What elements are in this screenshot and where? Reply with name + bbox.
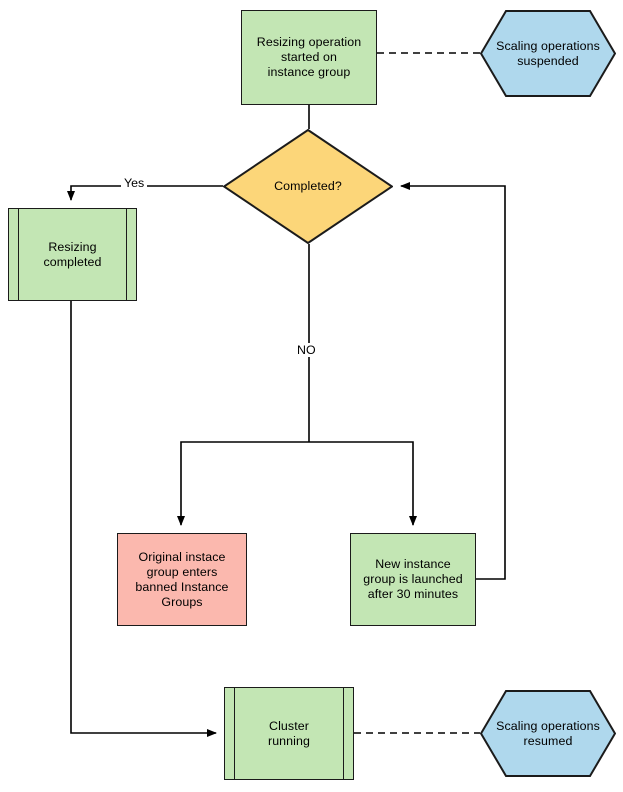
edge-decision-yes-to-resizing-completed (67, 185, 223, 201)
scaling-operations-suspended-node[interactable]: Scaling operations suspended (480, 10, 616, 97)
resizing-operation-started-node[interactable]: Resizing operation started on instance g… (241, 10, 377, 105)
edge-decision-no-to-new-instance-group (309, 441, 417, 526)
predefined-rule-left (234, 688, 235, 779)
edge-decision-no-to-banned-instance-groups (177, 441, 309, 526)
edge-label-no: NO (294, 343, 319, 357)
cluster-running-label: Cluster running (267, 718, 311, 748)
edge-label-yes: Yes (121, 176, 148, 190)
edge-resizing-completed-to-cluster-running (70, 301, 217, 737)
diamond-shape (223, 129, 393, 244)
cluster-running-node[interactable]: Cluster running (224, 687, 354, 780)
predefined-rule-right (343, 688, 344, 779)
resizing-operation-started-label: Resizing operation started on instance g… (256, 35, 362, 79)
scaling-operations-resumed-label: Scaling operations resumed (496, 718, 600, 748)
new-instance-group-launched-node[interactable]: New instance group is launched after 30 … (350, 533, 476, 626)
completed-decision-label: Completed? (274, 179, 342, 193)
original-instance-group-banned-node[interactable]: Original instace group enters banned Ins… (117, 533, 247, 626)
hexagon-shape (480, 10, 616, 97)
resizing-completed-label: Resizing completed (43, 239, 102, 269)
predefined-rule-right (126, 209, 127, 300)
resizing-completed-node[interactable]: Resizing completed (8, 208, 137, 301)
new-instance-group-launched-label: New instance group is launched after 30 … (363, 557, 463, 601)
original-instance-group-banned-label: Original instace group enters banned Ins… (135, 549, 229, 609)
completed-decision-node[interactable]: Completed? (223, 129, 393, 244)
scaling-operations-resumed-node[interactable]: Scaling operations resumed (480, 690, 616, 777)
hexagon-shape (480, 690, 616, 777)
scaling-operations-suspended-label: Scaling operations suspended (496, 38, 600, 68)
edge-new-instance-group-to-decision (400, 182, 506, 580)
predefined-rule-left (18, 209, 19, 300)
